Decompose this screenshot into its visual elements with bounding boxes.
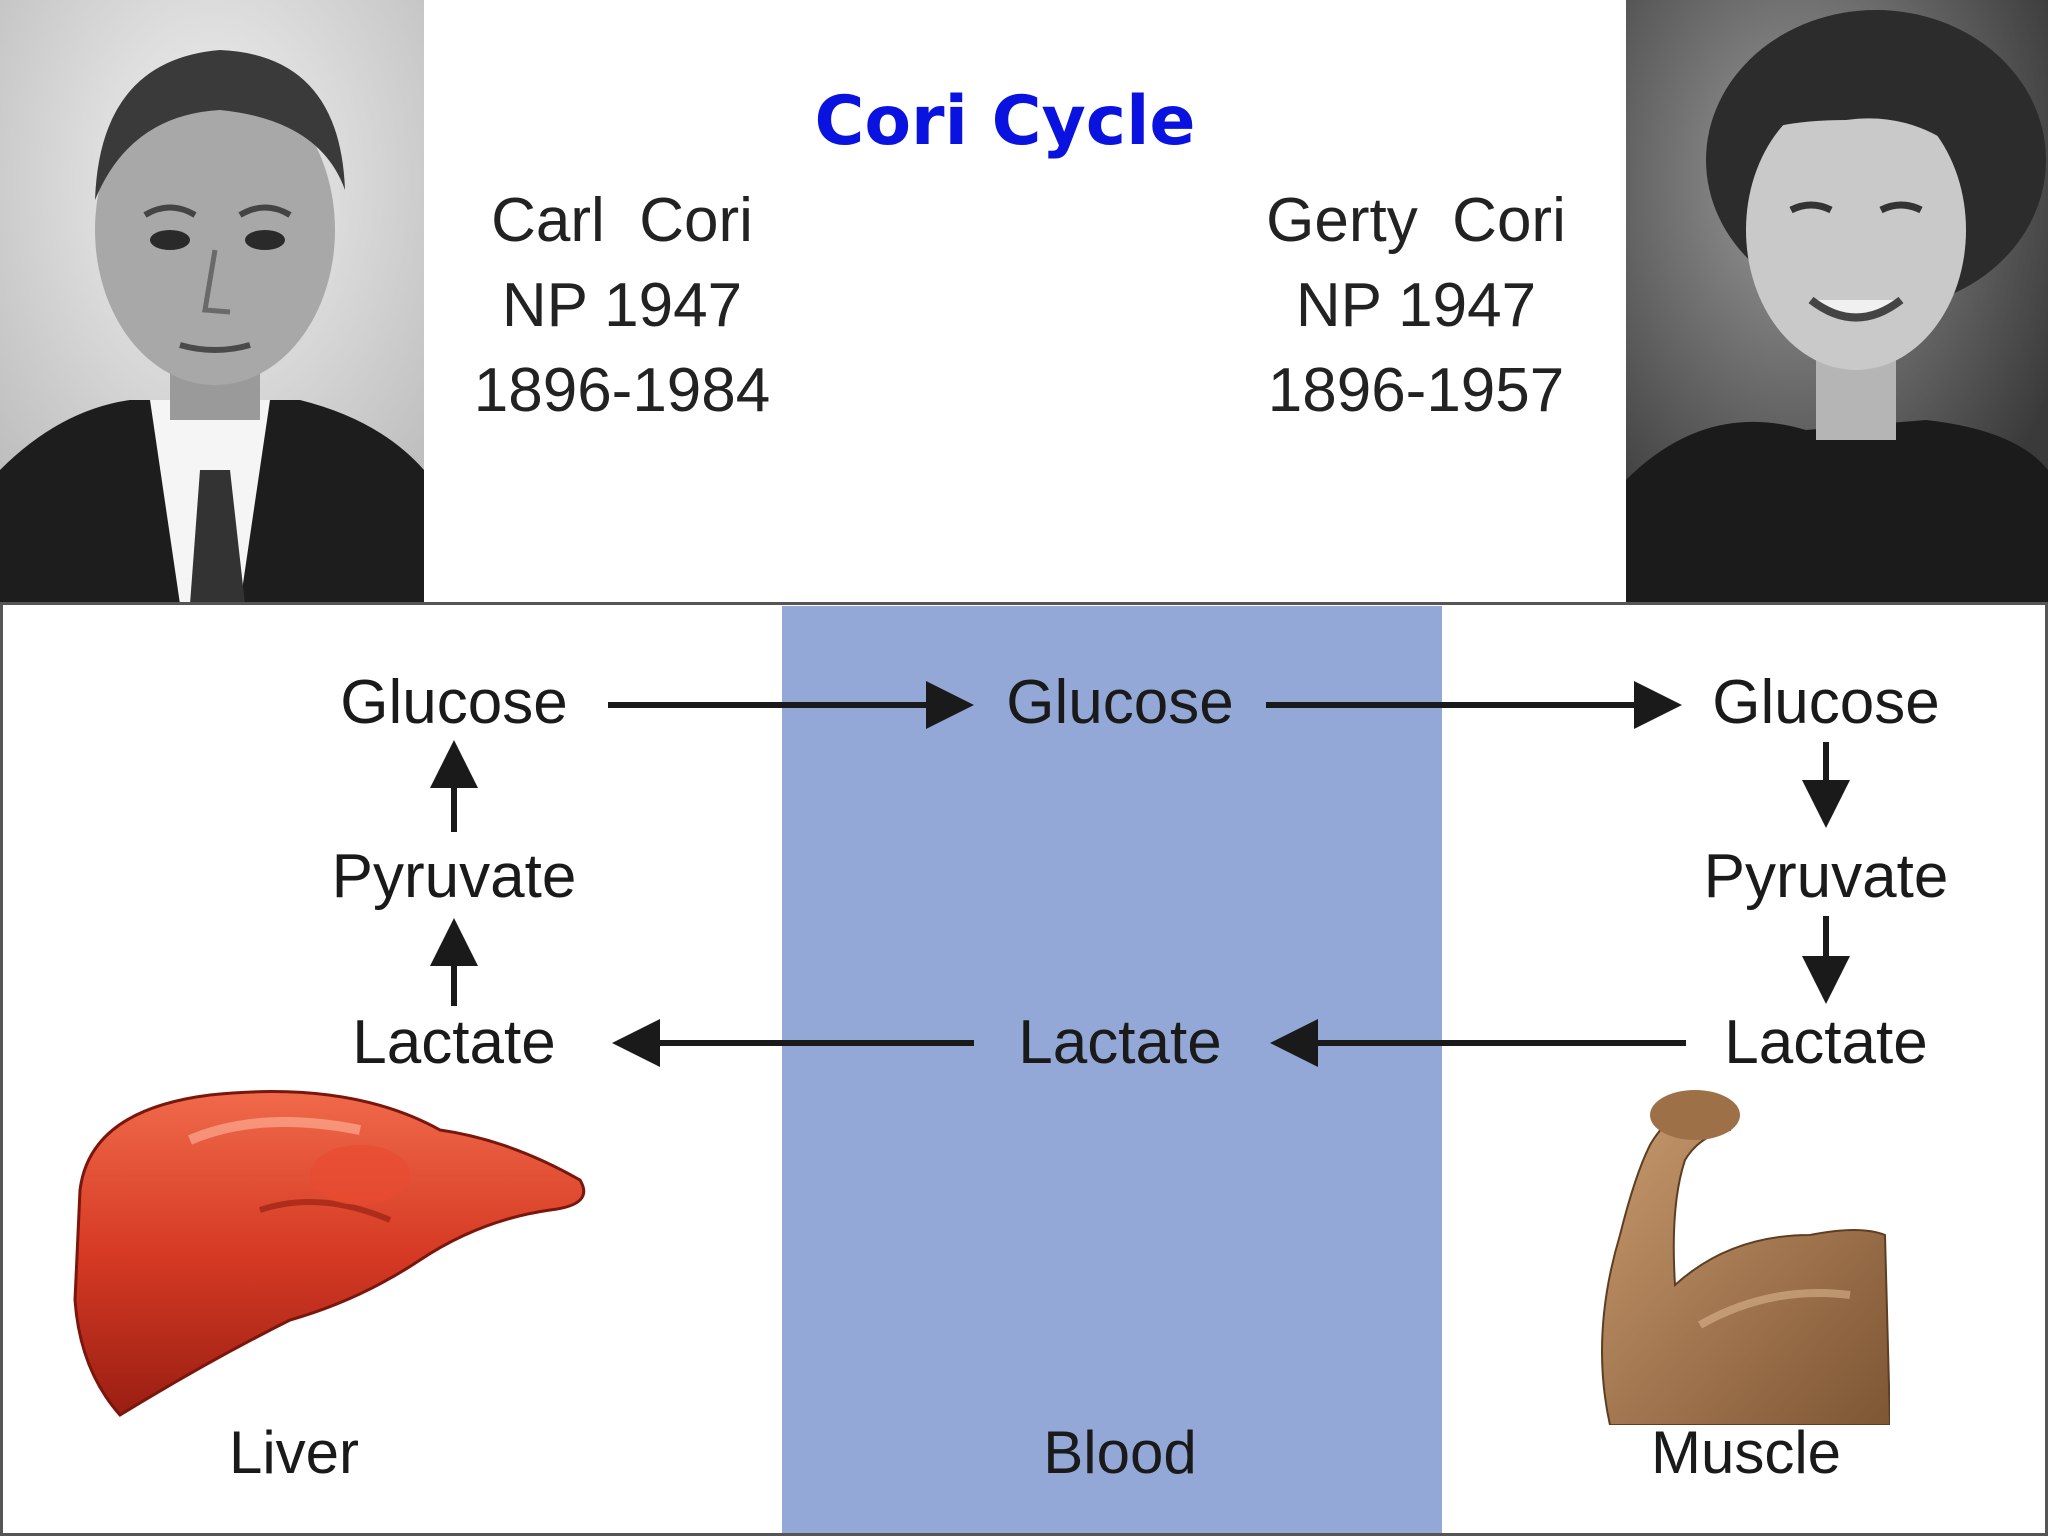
liver-lactate-label: Lactate	[352, 1008, 556, 1077]
gerty-cori-award: NP 1947	[1295, 271, 1537, 340]
gerty-cori-years: 1896-1957	[1267, 356, 1565, 425]
muscle-arm-illustration	[1601, 1090, 1890, 1425]
carl-cori-award: NP 1947	[501, 271, 743, 340]
carl-cori-name: Carl Cori	[491, 186, 753, 255]
blood-glucose-label: Glucose	[1006, 668, 1234, 737]
muscle-region-label: Muscle	[1650, 1419, 1842, 1486]
liver-illustration	[73, 1090, 586, 1417]
liver-pyruvate-label: Pyruvate	[331, 842, 577, 911]
blood-region-label: Blood	[1043, 1419, 1197, 1486]
muscle-lactate-label: Lactate	[1724, 1008, 1928, 1077]
blood-lactate-label: Lactate	[1018, 1008, 1222, 1077]
gerty-cori-bio: Gerty Cori NP 1947 1896-1957	[1206, 178, 1626, 433]
carl-cori-photo	[0, 0, 424, 604]
diagram-frame	[0, 602, 2048, 1536]
blood-region	[782, 606, 1442, 1536]
page-title: Cori Cycle	[814, 82, 1196, 161]
carl-cori-bio: Carl Cori NP 1947 1896-1984	[412, 178, 832, 433]
gerty-cori-photo	[1626, 0, 2048, 604]
muscle-pyruvate-label: Pyruvate	[1703, 842, 1949, 911]
liver-region-label: Liver	[228, 1419, 360, 1486]
gerty-cori-name: Gerty Cori	[1266, 186, 1566, 255]
carl-cori-years: 1896-1984	[473, 356, 771, 425]
muscle-glucose-label: Glucose	[1712, 668, 1940, 737]
liver-glucose-label: Glucose	[340, 668, 568, 737]
